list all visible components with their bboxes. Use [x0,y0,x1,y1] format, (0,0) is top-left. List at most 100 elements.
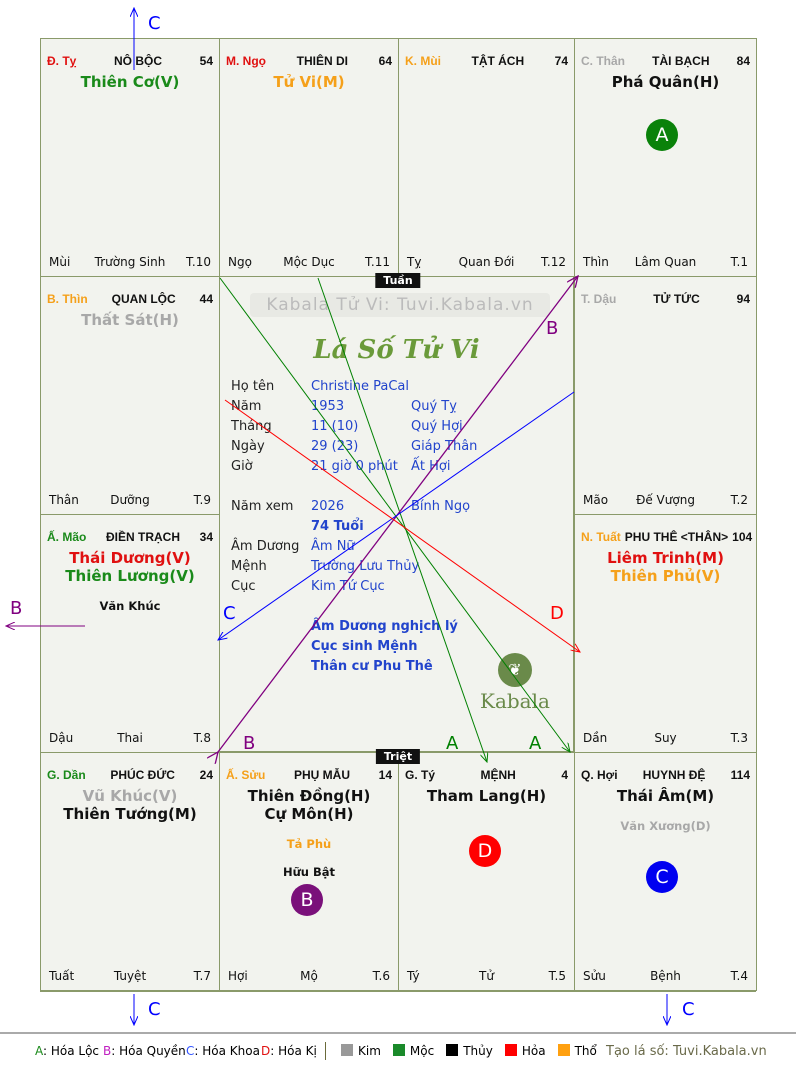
info-v1: Kim Tứ Cục [311,579,385,594]
info-row: Âm Dương Âm Nữ [220,537,575,557]
element-label: Mộc [409,1044,435,1058]
palace-can-chi: M. Ngọ [226,54,266,68]
palace-age: 44 [199,292,213,306]
palace-phase: Mộ [300,969,318,983]
label-c-bl: C [148,999,161,1020]
element-legend-item: Hỏa [504,1044,546,1058]
palace-name: MỆNH [480,768,516,782]
label-b-left: B [10,598,22,619]
palace-phase: Bệnh [650,969,681,983]
palace-header: B. Thìn QUAN LỘC 44 [47,291,213,307]
palace-name: PHÚC ĐỨC [110,768,175,782]
star-list: Tử Vi(M) [220,73,398,91]
info-label: Âm Dương [231,539,300,554]
palace-age: 114 [730,768,750,782]
palace-name: PHU THÊ <THÂN> [624,530,729,544]
palace-name: NÔ BỘC [113,54,162,68]
palace-can-chi: Ấ. Sửu [226,768,266,782]
palace-branch: Hợi [228,969,248,983]
palace-period: T.1 [730,255,748,269]
major-star: Thái Dương(V) [69,549,191,567]
major-star: Liêm Trinh(M) [607,549,724,567]
major-star: Thiên Tướng(M) [63,805,197,823]
label-c-top: C [148,13,161,34]
palace-branch: Mùi [49,255,71,269]
element-legend-item: Thổ [557,1044,597,1058]
info-v2: Bính Ngọ [411,499,471,514]
info-v2: Giáp Thân [411,439,478,454]
palace-can-chi: B. Thìn [47,292,88,306]
info-label: Mệnh [231,559,267,574]
palace-age: 74 [554,54,568,68]
palace-period: T.9 [193,493,211,507]
info-v1: 2026 [311,499,345,514]
credit-text: Tạo lá số: Tuvi.Kabala.vn [606,1044,767,1059]
palace-branch: Dậu [49,731,74,745]
color-swatch-icon [504,1044,517,1056]
element-label: Hỏa [521,1044,546,1058]
palace-name: THIÊN DI [296,54,348,68]
palace-can-chi: G. Dần [47,768,86,782]
palace-phase: Tử [479,969,494,983]
palace-branch: Ngọ [228,255,252,269]
chart-note: Cục sinh Mệnh [311,639,418,654]
info-v2: Quý Hợi [411,419,463,434]
palace-branch: Mão [583,493,609,507]
info-v1: 29 (23) [311,439,359,454]
palace-can-chi: Ấ. Mão [47,530,87,544]
palace-header: Ấ. Mão ĐIỀN TRẠCH 34 [47,529,213,545]
palace-name: TÀI BẠCH [652,54,710,68]
palace-name: ĐIỀN TRẠCH [105,530,180,544]
palace-name: QUAN LỘC [111,292,176,306]
palace-phase: Tuyệt [113,969,147,983]
major-star: Tham Lang(H) [426,787,547,805]
star-list: Vũ Khúc(V)Thiên Tướng(M) [41,787,219,823]
major-star: Thiên Cơ(V) [80,73,180,91]
palace-can-chi: N. Tuất [581,530,621,544]
star-list: Thái Âm(M)Văn Xương(D) [575,787,756,833]
major-star: Vũ Khúc(V) [82,787,178,805]
major-star: Thiên Phủ(V) [610,567,721,585]
palace-phase: Lâm Quan [634,255,697,269]
element-label: Kim [358,1044,381,1058]
info-v1: Trường Lưu Thủy [311,559,420,574]
star-list: Phá Quân(H) [575,73,756,91]
palace-age: 34 [199,530,213,544]
palace-period: T.4 [730,969,748,983]
palace-name: TỬ TỨC [653,292,700,306]
palace-age: 4 [561,768,568,782]
palace-name: PHỤ MẪU [294,768,350,782]
palace-period: T.7 [193,969,211,983]
info-v1: Âm Nữ [311,539,355,554]
palace-can-chi: Q. Hợi [581,768,618,782]
